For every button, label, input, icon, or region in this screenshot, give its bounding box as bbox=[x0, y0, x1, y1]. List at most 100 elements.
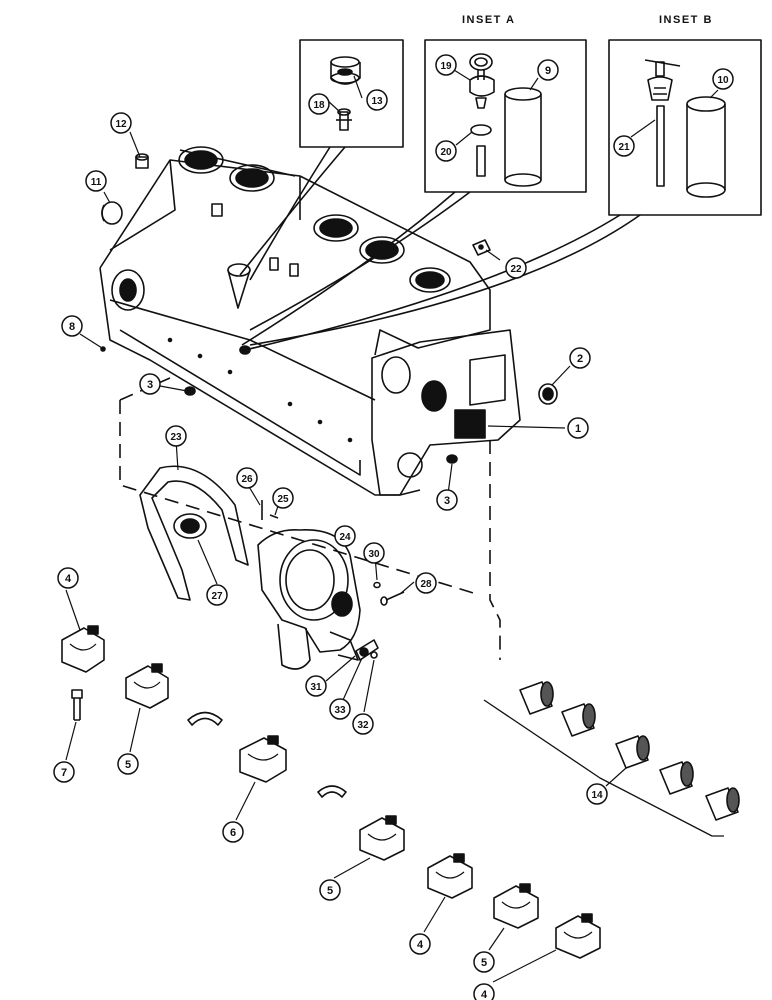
assembly-group-boundary bbox=[119, 377, 481, 596]
callout-label: 24 bbox=[339, 532, 351, 543]
callout-label: 3 bbox=[147, 379, 153, 391]
part-14-cam-bushing bbox=[705, 787, 740, 821]
part-14-cam-bushing bbox=[615, 735, 650, 769]
inset-lead-line bbox=[244, 214, 621, 351]
inset-lead-line bbox=[249, 146, 331, 281]
part-18-fitting bbox=[336, 108, 352, 131]
callout-label: 26 bbox=[241, 474, 253, 485]
callout-5: 5 bbox=[319, 879, 341, 901]
callout-5: 5 bbox=[117, 753, 139, 775]
callout-label: 8 bbox=[69, 321, 75, 333]
callout-32: 32 bbox=[352, 713, 374, 735]
callout-label: 33 bbox=[334, 705, 346, 716]
callout-label: 9 bbox=[545, 65, 551, 77]
inset-lead-line bbox=[249, 191, 471, 331]
inset-lead-line bbox=[249, 214, 641, 346]
part-33-nut bbox=[359, 647, 369, 657]
callout-label: 20 bbox=[440, 147, 452, 158]
callout-label: 21 bbox=[618, 142, 630, 153]
callout-19: 19 bbox=[435, 54, 457, 76]
part-7-capscrew bbox=[71, 689, 83, 721]
bearing-group-boundary bbox=[489, 440, 501, 660]
part-4-bearing-cap bbox=[555, 913, 601, 959]
callout-label: 23 bbox=[170, 432, 182, 443]
callout-27: 27 bbox=[206, 584, 228, 606]
part-23-gasket bbox=[139, 465, 249, 601]
callout-13: 13 bbox=[366, 89, 388, 111]
callout-label: 2 bbox=[577, 353, 583, 365]
part-19-dipstick-cap bbox=[469, 53, 495, 109]
part-3-plug-lower bbox=[446, 454, 458, 464]
part-11-expansion-plug bbox=[101, 201, 123, 225]
callout-18: 18 bbox=[308, 93, 330, 115]
part-10-tube bbox=[686, 96, 726, 198]
callout-label: 13 bbox=[371, 96, 383, 107]
part-22-plug bbox=[472, 239, 491, 256]
callout-label: 30 bbox=[368, 549, 380, 560]
part-5-bearing-cap bbox=[359, 815, 405, 861]
callout-label: 31 bbox=[310, 682, 322, 693]
callout-label: 5 bbox=[327, 885, 333, 897]
callout-22: 22 bbox=[505, 257, 527, 279]
part-21-dipstick bbox=[644, 59, 681, 187]
part-14-cam-bushing bbox=[519, 681, 554, 715]
callout-14: 14 bbox=[586, 783, 608, 805]
inset-lead-line bbox=[239, 146, 346, 276]
callout-label: 4 bbox=[65, 573, 72, 585]
callout-label: 14 bbox=[591, 790, 603, 801]
part-6-bearing-cap bbox=[239, 735, 287, 783]
callout-20: 20 bbox=[435, 140, 457, 162]
part-1-cylinder-block bbox=[99, 146, 521, 496]
callout-label: 25 bbox=[277, 494, 289, 505]
callout-label: 10 bbox=[717, 75, 729, 86]
inset-a-frame bbox=[424, 39, 587, 193]
callout-2: 2 bbox=[569, 347, 591, 369]
inset-b-frame bbox=[608, 39, 762, 216]
callout-label: 32 bbox=[357, 720, 369, 731]
callout-label: 6 bbox=[230, 827, 236, 839]
callout-label: 27 bbox=[211, 591, 223, 602]
part-13-seal bbox=[330, 56, 361, 85]
part-2-plug bbox=[538, 383, 558, 405]
part-4-bearing-cap bbox=[427, 853, 473, 899]
part-31-bracket bbox=[355, 639, 379, 661]
callout-28: 28 bbox=[415, 572, 437, 594]
callout-label: 12 bbox=[115, 119, 127, 130]
callout-label: 18 bbox=[313, 100, 325, 111]
part-5-bearing-cap bbox=[493, 883, 539, 929]
callout-8: 8 bbox=[61, 315, 83, 337]
inset-small-frame bbox=[299, 39, 404, 148]
callout-3: 3 bbox=[436, 489, 458, 511]
thrust-washer bbox=[317, 785, 347, 798]
callout-label: 1 bbox=[575, 423, 581, 435]
part-5-bearing-cap bbox=[125, 663, 169, 709]
bushing-group-bracket bbox=[483, 699, 724, 837]
callout-9: 9 bbox=[537, 59, 559, 81]
callout-30: 30 bbox=[363, 542, 385, 564]
part-25-dowel bbox=[269, 514, 279, 519]
callout-10: 10 bbox=[712, 68, 734, 90]
part-24-front-cover bbox=[257, 528, 361, 670]
callout-label: 5 bbox=[125, 759, 131, 771]
callout-label: 5 bbox=[481, 957, 487, 969]
callout-label: 4 bbox=[481, 989, 488, 1000]
part-9-tube bbox=[504, 87, 542, 187]
part-27-oil-seal bbox=[173, 513, 207, 539]
part-20-o-ring bbox=[470, 124, 492, 177]
callout-6: 6 bbox=[222, 821, 244, 843]
callout-11: 11 bbox=[85, 170, 107, 192]
part-14-cam-bushing bbox=[659, 761, 694, 795]
inset-a-title: INSET A bbox=[462, 14, 516, 26]
callout-label: 11 bbox=[91, 177, 102, 188]
callout-4: 4 bbox=[473, 983, 495, 1000]
callout-21: 21 bbox=[613, 135, 635, 157]
part-14-cam-bushing bbox=[561, 703, 596, 737]
callout-3: 3 bbox=[139, 373, 161, 395]
callout-label: 4 bbox=[417, 939, 424, 951]
callout-label: 7 bbox=[61, 767, 67, 779]
part-32-bolt bbox=[370, 651, 378, 659]
part-4-bearing-cap bbox=[61, 625, 105, 673]
callout-label: 19 bbox=[440, 61, 452, 72]
inset-lead-line bbox=[241, 191, 456, 346]
